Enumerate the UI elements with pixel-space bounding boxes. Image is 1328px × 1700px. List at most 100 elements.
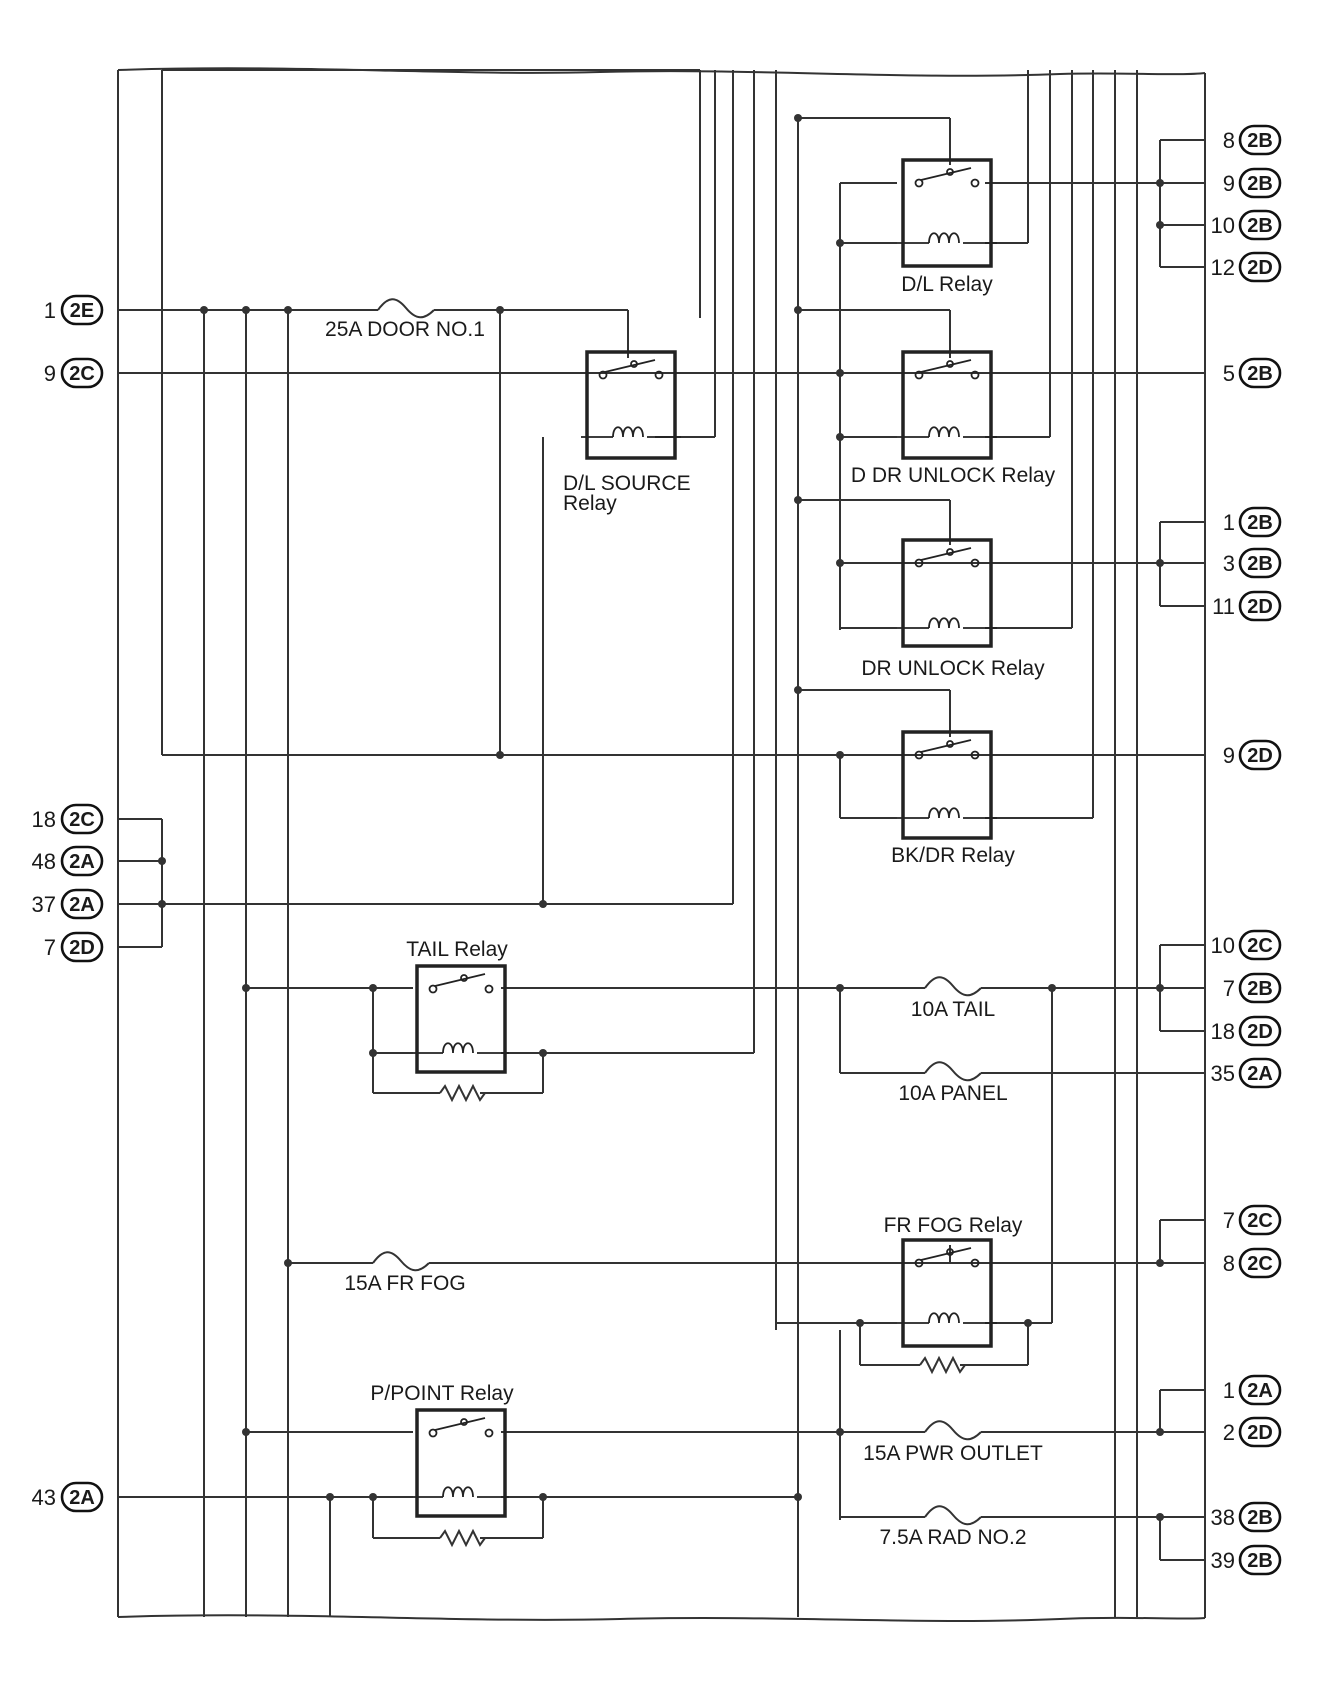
connector-pill — [1238, 1247, 1282, 1279]
connector-pin: 10 — [1211, 933, 1235, 958]
tail-relay-label: TAIL Relay — [406, 938, 508, 961]
dr-unlock-relay-symbol — [897, 538, 997, 648]
right-connector: 3 2B — [1223, 547, 1282, 579]
connector-pill — [60, 931, 104, 963]
connector-pill — [60, 845, 104, 877]
connector-code: 2A — [69, 1487, 95, 1509]
d-dr-unlock-relay-symbol — [897, 350, 997, 460]
connector-code: 2D — [1247, 745, 1273, 767]
connector-code: 2D — [1247, 257, 1273, 279]
connector-pin: 5 — [1223, 361, 1235, 386]
right-connector: 11 2D — [1212, 590, 1282, 622]
right-connector: 8 2C — [1223, 1247, 1282, 1279]
connector-pin: 48 — [32, 849, 56, 874]
fuse-label-panel: 10A PANEL — [898, 1082, 1007, 1105]
connector-pill — [1238, 972, 1282, 1004]
connector-code: 2B — [1247, 553, 1273, 575]
ppoint-relay-label: P/POINT Relay — [370, 1382, 514, 1405]
connector-pill — [1238, 167, 1282, 199]
connector-pin: 7 — [1223, 976, 1235, 1001]
left-connectors: 1 2E 9 2C 18 2C 48 2A 37 2A 7 2D — [32, 294, 104, 1513]
right-connector: 35 2A — [1211, 1057, 1282, 1089]
right-connector: 1 2A — [1223, 1374, 1282, 1406]
right-connector: 1 2B — [1223, 506, 1282, 538]
d-dr-unlock-relay-label: D DR UNLOCK Relay — [851, 464, 1056, 487]
junction-dots — [158, 114, 1164, 1521]
ppoint-relay-symbol — [413, 1408, 509, 1518]
connector-code: 2C — [69, 809, 95, 831]
connector-pin: 3 — [1223, 551, 1235, 576]
connector-code: 2E — [70, 300, 94, 322]
fuse-label-pwr: 15A PWR OUTLET — [863, 1442, 1043, 1465]
connector-pill — [60, 803, 104, 835]
right-connector: 18 2D — [1211, 1015, 1282, 1047]
left-connector: 9 2C — [44, 357, 104, 389]
connector-pin: 12 — [1211, 255, 1235, 280]
right-connector: 9 2B — [1223, 167, 1282, 199]
right-connector: 9 2D — [1223, 739, 1282, 771]
connector-pin: 35 — [1211, 1061, 1235, 1086]
connector-pill — [60, 357, 104, 389]
left-connector: 43 2A — [32, 1481, 104, 1513]
connector-pill — [1238, 1501, 1282, 1533]
connector-pill — [1238, 1204, 1282, 1236]
connector-pill — [1238, 739, 1282, 771]
dl-relay-label: D/L Relay — [901, 273, 993, 296]
connector-code: 2B — [1247, 512, 1273, 534]
connector-pin: 1 — [44, 298, 56, 323]
left-connector: 37 2A — [32, 888, 104, 920]
connector-code: 2D — [69, 937, 95, 959]
connector-pin: 11 — [1212, 594, 1235, 619]
dl-source-relay-label-line1: D/L SOURCE — [563, 472, 691, 495]
right-connector: 10 2C — [1211, 929, 1282, 961]
right-connector: 39 2B — [1211, 1544, 1282, 1576]
connector-pill — [1238, 1057, 1282, 1089]
dl-relay-symbol — [897, 158, 997, 268]
connector-pin: 9 — [1223, 743, 1235, 768]
connector-pin: 8 — [1223, 128, 1235, 153]
left-connector: 1 2E — [44, 294, 104, 326]
right-connector: 7 2C — [1223, 1204, 1282, 1236]
junction-block-outline — [117, 67, 1206, 1622]
connector-code: 2A — [69, 894, 95, 916]
connector-code: 2C — [69, 363, 95, 385]
connector-code: 2D — [1247, 1422, 1273, 1444]
connector-pin: 38 — [1211, 1505, 1235, 1530]
fuse-label-rad2: 7.5A RAD NO.2 — [879, 1526, 1026, 1549]
connector-pin: 9 — [1223, 171, 1235, 196]
fuse-label-door1: 25A DOOR NO.1 — [325, 318, 485, 341]
fuse-label-frfog: 15A FR FOG — [344, 1272, 465, 1295]
connector-pill — [1238, 1374, 1282, 1406]
fuse-labels: 25A DOOR NO.1 10A TAIL 10A PANEL 15A FR … — [325, 318, 1043, 1549]
bkdr-relay-label: BK/DR Relay — [891, 844, 1015, 867]
connector-pin: 1 — [1223, 510, 1235, 535]
connector-pill — [1238, 357, 1282, 389]
relay-labels: D/L Relay D/L SOURCE Relay D DR UNLOCK R… — [370, 273, 1055, 1405]
connector-code: 2B — [1247, 363, 1273, 385]
right-connector: 38 2B — [1211, 1501, 1282, 1533]
connector-pill — [1238, 506, 1282, 538]
right-connector: 10 2B — [1211, 209, 1282, 241]
bkdr-relay-symbol — [897, 730, 997, 840]
right-connector: 5 2B — [1223, 357, 1282, 389]
connector-code: 2C — [1247, 935, 1273, 957]
connector-pin: 9 — [44, 361, 56, 386]
connector-code: 2A — [1247, 1063, 1273, 1085]
connector-pill — [60, 1481, 104, 1513]
connector-code: 2B — [1247, 173, 1273, 195]
dl-source-relay-label-line2: Relay — [563, 492, 617, 515]
relay-symbols — [413, 158, 997, 1518]
connector-pill — [60, 888, 104, 920]
connector-code: 2C — [1247, 1210, 1273, 1232]
left-connector: 18 2C — [32, 803, 104, 835]
connector-pin: 8 — [1223, 1251, 1235, 1276]
connector-pill — [1238, 929, 1282, 961]
connector-code: 2A — [1247, 1380, 1273, 1402]
wires — [118, 69, 1205, 1617]
right-connector: 7 2B — [1223, 972, 1282, 1004]
connector-code: 2A — [69, 851, 95, 873]
connector-pin: 7 — [44, 935, 56, 960]
connector-pill — [1238, 124, 1282, 156]
connector-pin: 10 — [1211, 213, 1235, 238]
connector-pin: 39 — [1211, 1548, 1235, 1573]
